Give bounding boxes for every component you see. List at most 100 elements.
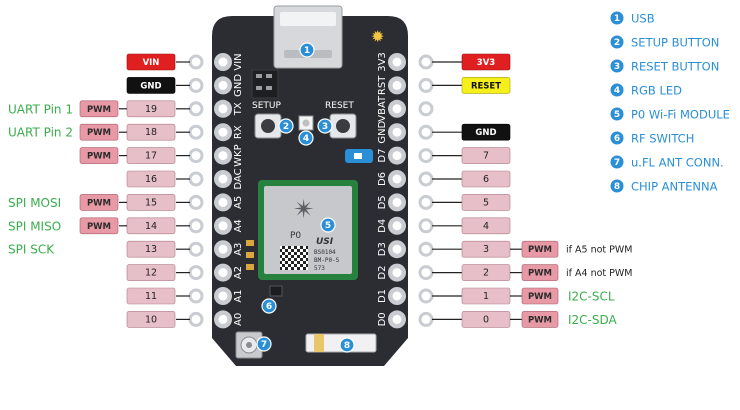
pwm-note: if A4 not PWM: [566, 268, 632, 279]
right-pin-row: 7: [418, 147, 511, 164]
label-text: 4: [483, 221, 489, 232]
marker-module: 5: [320, 217, 336, 233]
pin-right-d6: D6: [377, 170, 406, 188]
label-box: [521, 287, 559, 305]
marker-number: 1: [304, 46, 310, 56]
pin-name: D5: [377, 195, 388, 209]
pin-hole: [418, 101, 434, 117]
legend-label: u.FL ANT CONN.: [631, 156, 724, 170]
label-text: GND: [140, 81, 161, 91]
ufl-connector: [235, 331, 263, 359]
label-box: [521, 264, 559, 281]
function-label: SPI MOSI: [8, 196, 61, 210]
pin-name: RX: [233, 125, 244, 139]
module-line2: BM-P0-S: [314, 257, 340, 264]
pin-name: GND: [233, 74, 244, 97]
pin-name: A4: [233, 219, 244, 232]
pwm-note: if A5 not PWM: [566, 245, 632, 256]
legend-number: 7: [614, 158, 620, 168]
label-box: [461, 147, 511, 164]
pin-left-a5: A5: [214, 193, 244, 212]
label-text: 3V3: [477, 58, 495, 68]
pin-name: A0: [233, 313, 244, 326]
label-text: PWM: [528, 269, 552, 279]
label-text: PWM: [87, 128, 111, 138]
pin-hole: [418, 265, 434, 281]
label-box: [521, 311, 559, 328]
right-pin-row: 6: [418, 170, 511, 188]
pin-name: A1: [233, 289, 244, 302]
label-text: PWM: [528, 245, 552, 255]
pin-hole: [188, 288, 204, 304]
label-box: [521, 240, 559, 258]
pin-hole: [418, 218, 434, 234]
label-text: PWM: [528, 292, 552, 302]
legend-label: USB: [631, 12, 655, 26]
label-box: [79, 194, 119, 211]
pin-left-gnd: GND: [214, 74, 244, 97]
label-text: 18: [145, 127, 157, 138]
pin-left-a2: A2: [214, 263, 244, 282]
pin-name: WKP: [233, 144, 244, 166]
label-text: 15: [145, 197, 157, 208]
usb-connector: [273, 5, 343, 69]
marker-number: 7: [261, 340, 267, 350]
label-box: [79, 123, 119, 141]
module-line1: BS0104: [314, 249, 336, 256]
function-label: I2C-SCL: [568, 290, 615, 304]
pin-right-vbat: VBAT: [377, 95, 406, 122]
legend-label: RESET BUTTON: [631, 60, 719, 74]
marker-reset: 3: [317, 118, 333, 134]
label-text: PWM: [87, 105, 111, 115]
legend-label: CHIP ANTENNA: [631, 180, 718, 194]
marker-led: 4: [298, 130, 314, 146]
pin-right-d2: D2: [377, 263, 406, 282]
label-box: [461, 217, 511, 235]
pin-hole: [188, 148, 204, 164]
pin-name: TX: [233, 102, 244, 116]
label-box: [461, 53, 511, 71]
reset-button[interactable]: [329, 113, 357, 139]
pin-left-vin: VIN: [214, 53, 244, 71]
marker-number: 5: [325, 221, 331, 231]
right-pin-row: 5: [418, 194, 511, 211]
label-box: [461, 170, 511, 188]
marker-number: 3: [322, 122, 328, 132]
label-text: 19: [145, 104, 157, 115]
right-pin-row: 1 PWM I2C-SCL: [418, 287, 615, 305]
pin-hole: [418, 288, 434, 304]
pin-hole: [188, 77, 204, 93]
label-text: 1: [483, 291, 489, 302]
pin-hole: [418, 77, 434, 93]
left-pin-row: GND: [126, 77, 204, 94]
setup-label: SETUP: [252, 101, 281, 111]
legend-item: 7 u.FL ANT CONN.: [610, 155, 724, 170]
module-line3: 573: [314, 265, 325, 272]
pin-hole: [188, 171, 204, 187]
label-box: [126, 287, 176, 305]
left-pin-row: VIN: [126, 53, 204, 71]
legend-number: 4: [614, 86, 620, 96]
d7-led: [345, 149, 373, 163]
legend-number: 5: [614, 110, 620, 120]
pin-left-a0: A0: [214, 310, 244, 329]
left-pin-row: 10: [126, 311, 204, 328]
reset-label: RESET: [325, 101, 354, 111]
marker-usb: 1: [299, 42, 315, 58]
label-text: GND: [475, 128, 496, 138]
pin-name: D1: [377, 289, 388, 303]
module-name: P0: [290, 231, 301, 241]
right-pin-row: 3V3: [418, 53, 511, 71]
setup-button[interactable]: [254, 113, 282, 139]
label-box: [126, 264, 176, 281]
p0-wifi-module: ✴ P0 USI BS0104 BM-P0-S 573: [258, 180, 358, 280]
pin-left-a4: A4: [214, 216, 244, 235]
left-pin-row: 12: [126, 264, 204, 281]
